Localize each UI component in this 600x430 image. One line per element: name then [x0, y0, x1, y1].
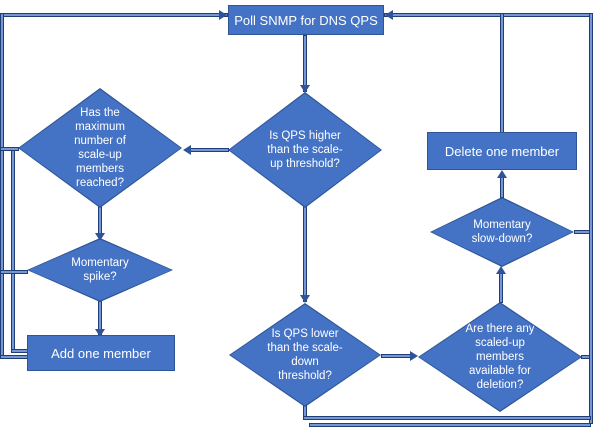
connector-scaledup-right-stub	[581, 355, 590, 359]
node-delete-member-label: Delete one member	[444, 143, 560, 159]
node-momentary-spike-decision: Momentary spike?	[27, 238, 173, 302]
node-qps-lower-label: Is QPS lower than the scale-down thresho…	[267, 328, 343, 382]
node-scaled-up-members-label: Are there any scaled-up members availabl…	[465, 323, 535, 391]
connector-qpshigher-to-maxmembers	[188, 148, 229, 152]
node-qps-lower-decision: Is QPS lower than the scale-down thresho…	[229, 303, 381, 407]
arrowhead-into-delete-bottom	[497, 170, 507, 178]
node-max-members-decision: Has the maximum number of scale-up membe…	[18, 88, 182, 208]
connector-spike-left-stub	[0, 270, 28, 274]
arrowhead-into-scaledup-left	[410, 351, 418, 361]
connector-poll-to-qpshigher	[303, 35, 307, 92]
connector-delete-to-top	[500, 13, 504, 133]
arrowhead-into-spike-top	[95, 233, 105, 241]
arrowhead-into-qpslower-top	[300, 295, 310, 303]
connector-topleft-horizontal	[2, 13, 228, 17]
node-momentary-slowdown-label: Momentary slow-down?	[471, 219, 533, 245]
arrowhead-into-add-top	[95, 329, 105, 337]
node-add-member: Add one member	[27, 335, 175, 371]
connector-qpshigher-to-qpslower	[303, 206, 307, 302]
node-poll-snmp: Poll SNMP for DNS QPS	[228, 5, 384, 35]
node-scaled-up-members-decision: Are there any scaled-up members availabl…	[418, 302, 582, 412]
connector-left-border-vertical	[0, 13, 4, 359]
connector-maxmembers-left-stub	[0, 147, 19, 151]
node-momentary-slowdown-decision: Momentary slow-down?	[430, 197, 574, 267]
node-delete-member: Delete one member	[427, 132, 577, 170]
arrowhead-into-qpshigher-top	[300, 85, 310, 93]
node-poll-snmp-label: Poll SNMP for DNS QPS	[234, 12, 378, 28]
node-qps-higher-label: Is QPS higher than the scale-up threshol…	[267, 130, 343, 170]
connector-inner-left-to-add	[11, 349, 28, 353]
connector-bottom-horizontal-2	[309, 423, 591, 427]
connector-bottom-horizontal	[303, 416, 591, 420]
arrowhead-into-maxmembers-right	[183, 145, 191, 155]
arrowhead-into-poll-left	[219, 10, 227, 20]
node-qps-higher-decision: Is QPS higher than the scale-up threshol…	[228, 92, 382, 208]
connector-left-border-to-add	[0, 355, 28, 359]
node-max-members-label: Has the maximum number of scale-up membe…	[74, 107, 126, 189]
connector-inner-left-vertical	[11, 147, 15, 353]
connector-right-border-vertical	[589, 13, 593, 424]
arrowhead-into-slowdown-bottom	[496, 266, 506, 274]
connector-slowdown-to-delete	[500, 176, 504, 198]
arrowhead-into-poll-right	[385, 10, 393, 20]
node-momentary-spike-label: Momentary spike?	[71, 257, 129, 283]
connector-scaledup-to-slowdown	[499, 272, 503, 303]
connector-slowdown-right-stub	[574, 230, 590, 234]
connector-topright-horizontal	[384, 13, 591, 17]
node-add-member-label: Add one member	[51, 345, 151, 361]
connector-qpslower-to-scaledup	[381, 354, 412, 358]
